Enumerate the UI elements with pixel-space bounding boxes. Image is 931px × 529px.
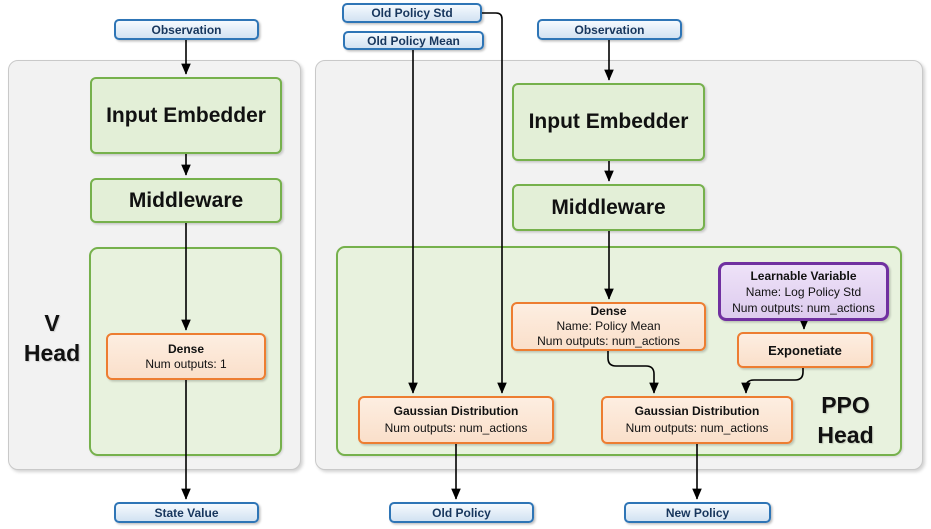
observation-label-right: Observation (574, 22, 645, 37)
input-embedder-label-left: Input Embedder (106, 103, 266, 127)
dense-title-right: Dense (590, 304, 627, 318)
dense-outputs-right: Num outputs: num_actions (537, 334, 680, 348)
gaussian-old-outputs: Num outputs: num_actions (384, 421, 528, 435)
observation-box-left: Observation (114, 19, 259, 40)
old-policy-mean-label: Old Policy Mean (367, 33, 460, 48)
gaussian-new-outputs: Num outputs: num_actions (625, 421, 769, 435)
gaussian-new-title: Gaussian Distribution (634, 404, 760, 418)
exponentiate-box: Exponetiate (737, 332, 873, 368)
middleware-box-left: Middleware (90, 178, 282, 223)
learnable-variable-box: Learnable Variable Name: Log Policy Std … (718, 262, 889, 321)
input-embedder-box-left: Input Embedder (90, 77, 282, 154)
old-policy-std-box: Old Policy Std (342, 3, 482, 23)
learnable-variable-outputs: Num outputs: num_actions (732, 300, 875, 315)
middleware-label-left: Middleware (128, 188, 244, 212)
state-value-label: State Value (154, 505, 219, 520)
observation-label-left: Observation (151, 22, 222, 37)
gaussian-old-title: Gaussian Distribution (393, 404, 519, 418)
new-policy-box: New Policy (624, 502, 771, 523)
new-policy-label: New Policy (665, 505, 730, 520)
old-policy-mean-box: Old Policy Mean (343, 31, 484, 50)
middleware-label-right: Middleware (551, 195, 666, 219)
old-policy-std-label: Old Policy Std (371, 6, 453, 20)
exponentiate-label: Exponetiate (768, 342, 842, 358)
input-embedder-label-right: Input Embedder (528, 110, 689, 133)
ppo-head-label: PPO Head (817, 392, 874, 448)
dense-box-left: Dense Num outputs: 1 (106, 333, 266, 380)
old-policy-box: Old Policy (389, 502, 534, 523)
learnable-variable-title: Learnable Variable (750, 268, 857, 283)
dense-title-left: Dense (167, 341, 205, 356)
dense-name-right: Name: Policy Mean (556, 319, 661, 333)
learnable-variable-name: Name: Log Policy Std (745, 284, 862, 299)
v-head-label: V Head (23, 310, 81, 366)
dense-policy-mean-box: Dense Name: Policy Mean Num outputs: num… (511, 302, 706, 351)
old-policy-label: Old Policy (432, 505, 491, 520)
gaussian-distribution-old-box: Gaussian Distribution Num outputs: num_a… (358, 396, 554, 444)
dense-outputs-left: Num outputs: 1 (145, 356, 227, 371)
state-value-box: State Value (114, 502, 259, 523)
observation-box-right: Observation (537, 19, 682, 40)
middleware-box-right: Middleware (512, 184, 705, 231)
input-embedder-box-right: Input Embedder (512, 83, 705, 161)
gaussian-distribution-new-box: Gaussian Distribution Num outputs: num_a… (601, 396, 793, 444)
